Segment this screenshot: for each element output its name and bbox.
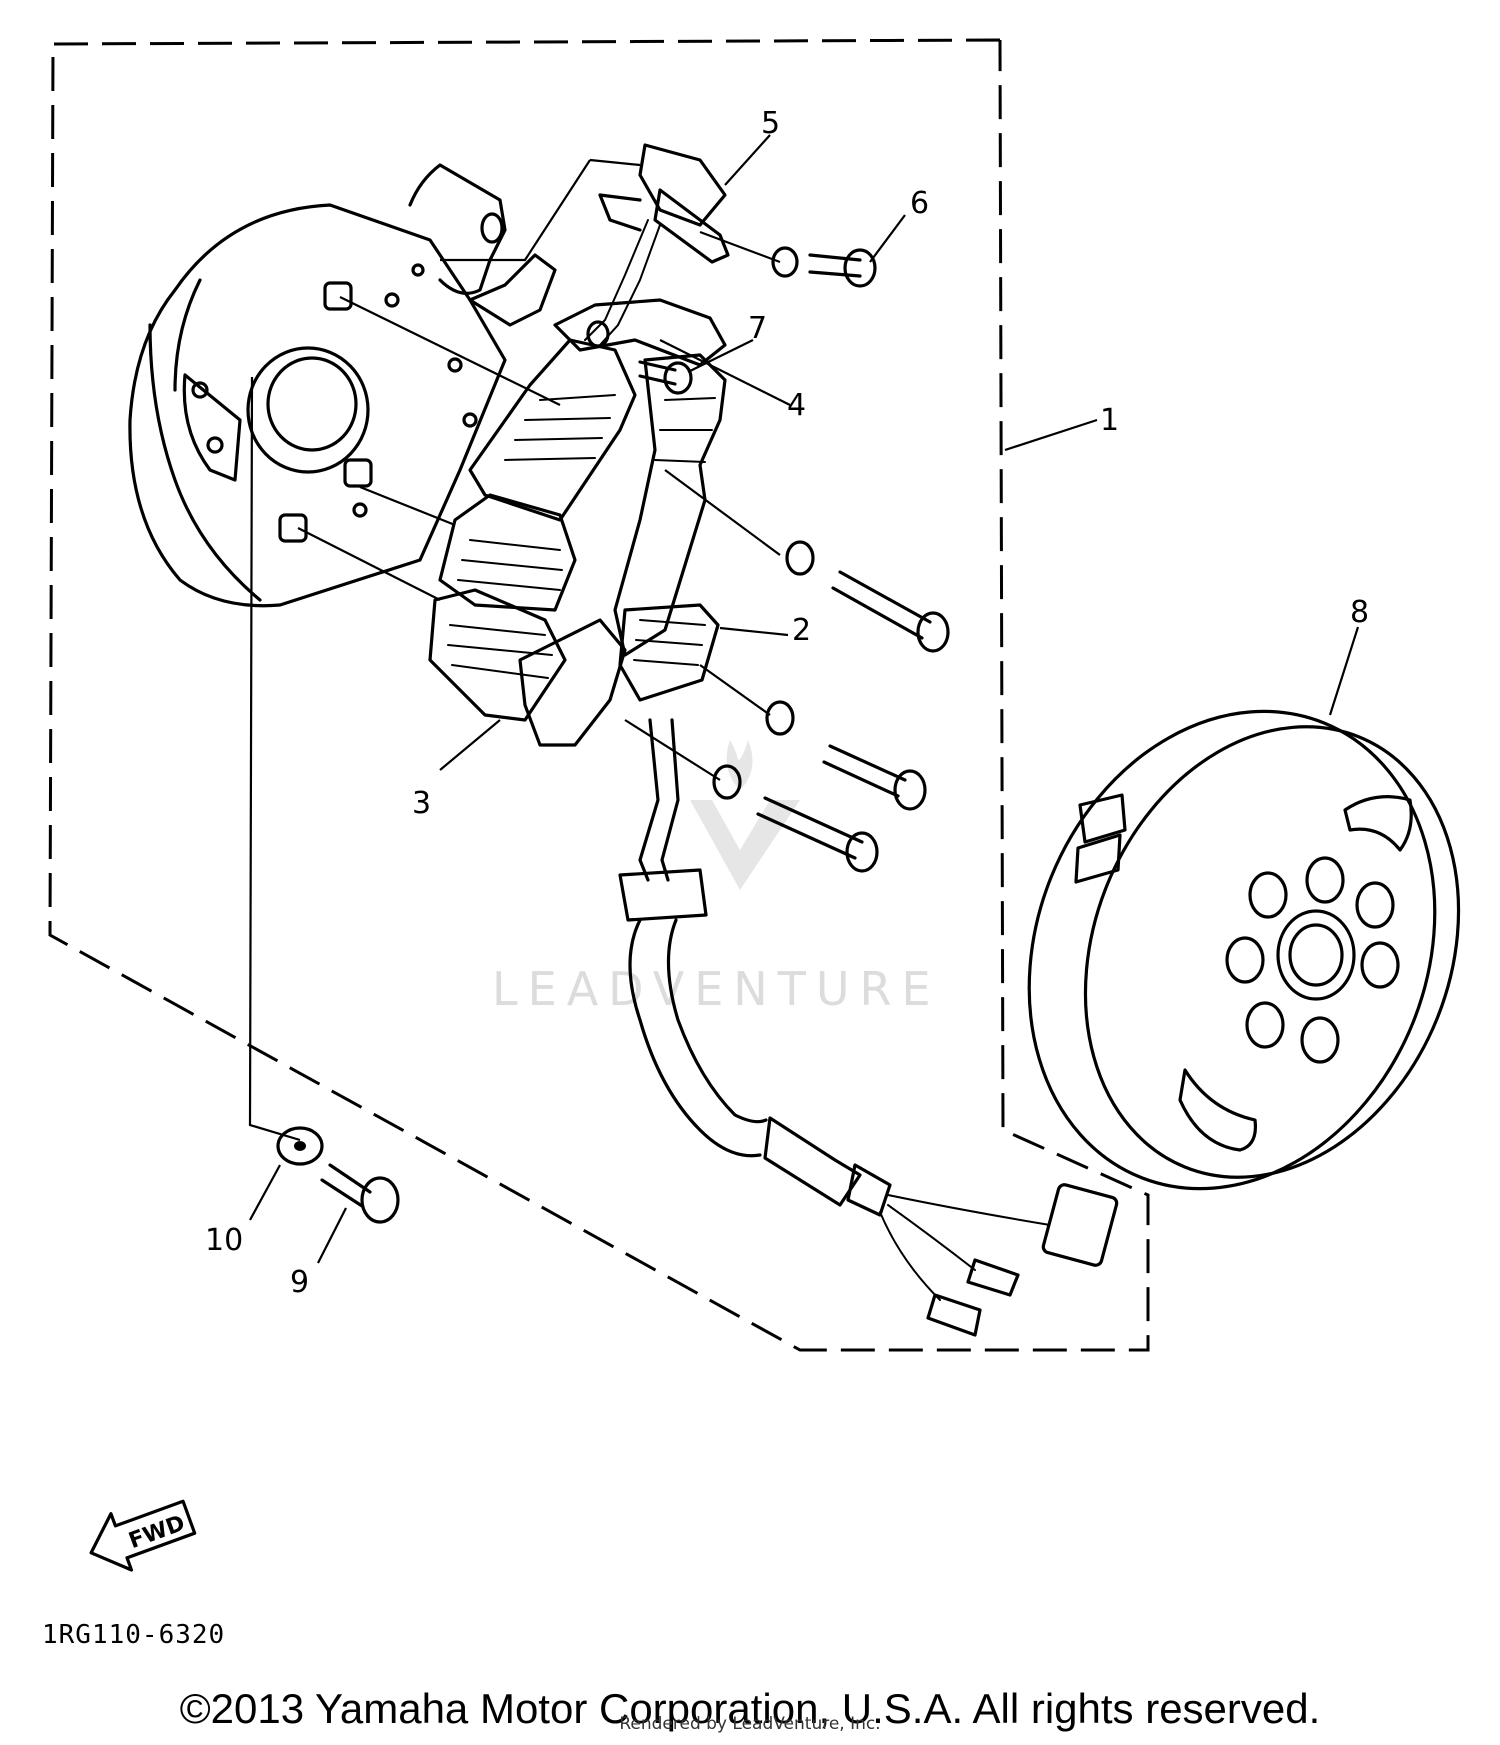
forward-direction-arrow: FWD: [89, 1499, 197, 1572]
callout-10: 10: [205, 1223, 243, 1258]
flywheel-rotor: [1027, 709, 1461, 1191]
diagram-code: 1RG110-6320: [42, 1620, 225, 1650]
assembly-boundary: [48, 38, 1150, 1352]
copyright-notice: ©2013 Yamaha Motor Corporation, U.S.A. A…: [179, 1685, 1321, 1732]
watermark-text: LEADVENTURE: [492, 962, 941, 1016]
leader-lines: [249, 134, 1360, 1264]
callout-4: 4: [787, 388, 806, 423]
callout-5: 5: [761, 106, 780, 141]
rendered-by-notice: Rendered by LeadVenture, Inc.: [619, 1714, 881, 1734]
explode-lines: [248, 158, 781, 1142]
callout-2: 2: [792, 613, 811, 648]
callout-1: 1: [1100, 403, 1119, 438]
stator-base-plate: [128, 163, 557, 608]
callout-labels: 1 2 3 4 5 6 7 8 9 10: [205, 106, 1369, 1300]
callout-6: 6: [910, 186, 929, 221]
fasteners: [276, 246, 950, 1224]
stator-coil-assembly: [428, 298, 727, 747]
callout-9: 9: [290, 1265, 309, 1300]
callout-3: 3: [412, 786, 431, 821]
callout-7: 7: [748, 311, 767, 346]
wiring-harness: [618, 718, 1119, 1337]
callout-8: 8: [1350, 595, 1369, 630]
watermark: LEADVENTURE: [492, 740, 941, 1016]
pickup-coil: [584, 143, 730, 348]
